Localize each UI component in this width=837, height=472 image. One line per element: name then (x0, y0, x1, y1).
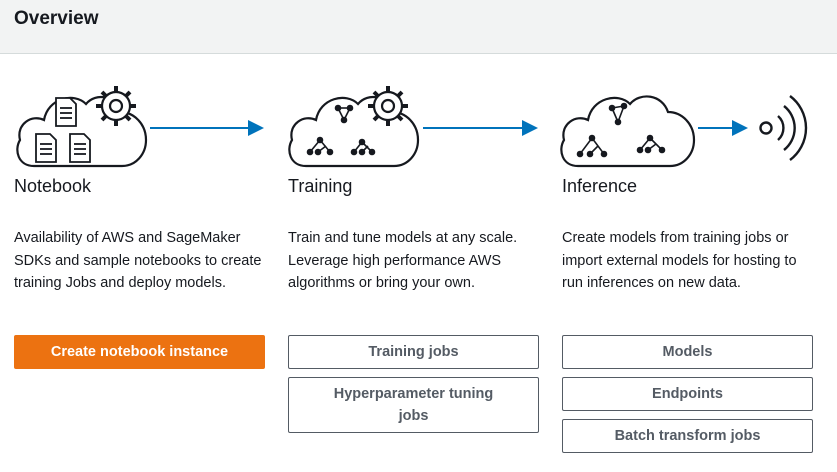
training-title: Training (288, 176, 353, 196)
training-jobs-button[interactable]: Training jobs (288, 335, 539, 369)
training-description: Train and tune models at any scale. Leve… (288, 230, 518, 291)
hyperparameter-tuning-jobs-button[interactable]: Hyperparameter tuning jobs (288, 377, 539, 433)
batch-transform-jobs-button[interactable]: Batch transform jobs (562, 419, 813, 453)
cloud-model-icon (560, 95, 696, 168)
page-title: Overview (14, 8, 99, 29)
training-section: Training Train and tune models at any sc… (288, 176, 540, 319)
workflow-illustration (16, 86, 808, 168)
notebook-description: Availability of AWS and SageMaker SDKs a… (14, 230, 262, 291)
inference-description: Create models from training jobs or impo… (562, 230, 797, 291)
notebook-section: Notebook Availability of AWS and SageMak… (14, 176, 266, 319)
page-header: Overview (0, 0, 837, 54)
cloud-model-gear-icon (288, 86, 420, 168)
models-button[interactable]: Models (562, 335, 813, 369)
notebook-title: Notebook (14, 176, 92, 196)
create-notebook-instance-button[interactable]: Create notebook instance (14, 335, 265, 369)
cloud-documents-gear-icon (16, 86, 148, 168)
endpoints-button[interactable]: Endpoints (562, 377, 813, 411)
inference-title: Inference (562, 176, 638, 196)
broadcast-signal-icon (759, 95, 808, 161)
inference-section: Inference Create models from training jo… (562, 176, 814, 319)
